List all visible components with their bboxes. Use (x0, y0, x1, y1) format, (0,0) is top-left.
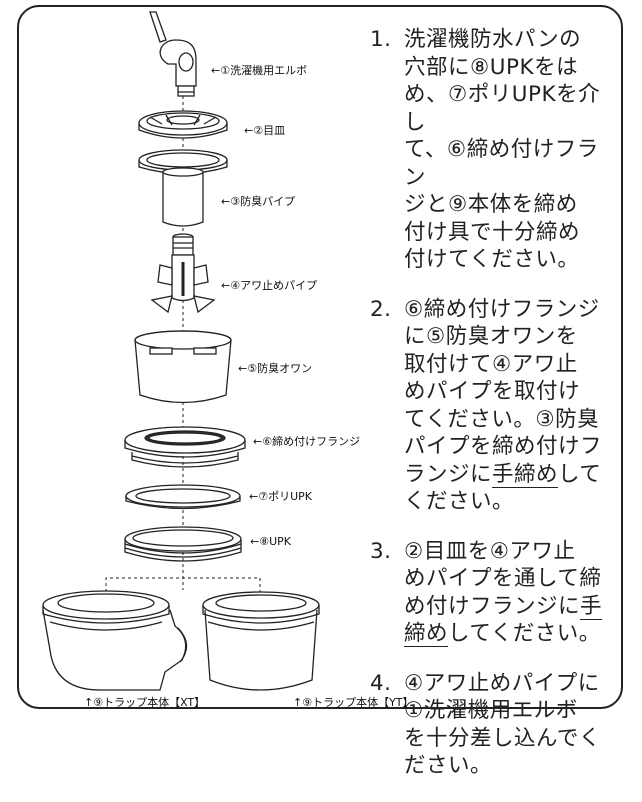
label-poly-upk: ←⑦ポリUPK (249, 490, 312, 503)
odor-cup (134, 330, 232, 404)
clamping-flange (124, 426, 246, 468)
drain-plate (138, 110, 228, 139)
exploded-parts-diagram (42, 11, 320, 691)
trap-body-xt (42, 590, 188, 691)
odor-pipe (138, 149, 228, 227)
foam-stop-pipe (150, 233, 216, 314)
poly-upk-ring (125, 484, 241, 510)
step-underlined-text: 手 締め (404, 593, 603, 647)
label-foam-pipe: ←④アワ止めパイプ (221, 279, 318, 292)
trap-body-yt (202, 591, 320, 691)
upk-gasket (124, 526, 242, 562)
step-number: 3. (370, 538, 392, 564)
instruction-steps: 1. 洗濯機防水パンの 穴部に⑧UPKをは め、⑦ポリUPKを介し て、⑥締め付… (370, 26, 615, 802)
label-cup: ←⑤防臭オワン (238, 362, 313, 375)
label-pipe: ←③防臭パイプ (221, 195, 296, 208)
step-number: 2. (370, 296, 392, 322)
step-2: 2. ⑥締め付けフランジ に⑤防臭オワンを 取付けて④アワ止 めパイプを取付け … (370, 296, 615, 516)
label-upk: ←⑧UPK (250, 535, 291, 548)
step-underlined-text: 手締め (492, 461, 559, 488)
diagram-frame (17, 5, 623, 709)
step-number: 1. (370, 27, 392, 52)
step-text-tail: してください。 (448, 621, 601, 646)
washing-machine-elbow (149, 11, 197, 97)
step-text: 洗濯機防水パンの 穴部に⑧UPKをは め、⑦ポリUPKを介し て、⑥締め付けフラ… (404, 27, 601, 272)
step-3: 3. ②目皿を④アワ止 めパイプを通して締 め付けフランジに手 締めしてください… (370, 538, 615, 648)
label-elbow: ←①洗濯機用エルボ (211, 64, 308, 77)
step-text: ④アワ止めパイプに ①洗濯機用エルボ を十分差し込んでく ださい。 (404, 670, 601, 779)
label-plate: ←②目皿 (244, 124, 286, 137)
label-flange: ←⑥締め付けフランジ (253, 435, 361, 448)
step-number: 4. (370, 670, 392, 696)
step-text: ②目皿を④アワ止 めパイプを通して締 め付けフランジに (404, 538, 602, 619)
step-text: ⑥締め付けフランジ に⑤防臭オワンを 取付けて④アワ止 めパイプを取付け てくだ… (404, 296, 603, 487)
step-1: 1. 洗濯機防水パンの 穴部に⑧UPKをは め、⑦ポリUPKを介し て、⑥締め付… (370, 26, 615, 274)
step-text-tail: して ください。 (404, 461, 602, 515)
caption-trap-yt: ↑⑨トラップ本体【YT】 (293, 696, 414, 709)
caption-trap-xt: ↑⑨トラップ本体【XT】 (84, 696, 206, 709)
step-4: 4. ④アワ止めパイプに ①洗濯機用エルボ を十分差し込んでく ださい。 (370, 670, 615, 780)
